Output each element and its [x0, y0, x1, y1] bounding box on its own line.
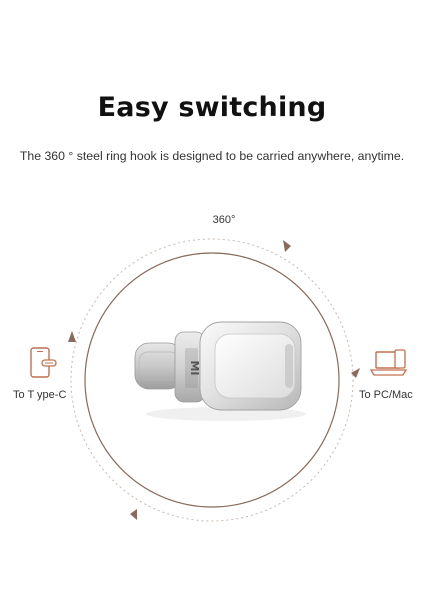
mi-logo: MI	[185, 348, 201, 388]
arrow-right-icon	[351, 368, 360, 378]
page-title: Easy switching	[97, 92, 327, 123]
page-subtitle: The 360 ° steel ring hook is designed to…	[19, 149, 405, 163]
rotation-label: 360°	[212, 214, 236, 226]
arrow-left-icon	[68, 331, 76, 342]
device-logo-text: MI	[188, 360, 201, 375]
ring-circle	[84, 252, 340, 508]
laptop-icon	[369, 349, 408, 376]
rotation-dashed-arc	[70, 238, 354, 522]
arrow-top-right-icon	[283, 240, 291, 252]
label-to-pc-mac: To PC/Mac	[359, 389, 413, 401]
phone-typec-icon	[30, 347, 57, 378]
label-to-typec: To T ype-C	[13, 389, 67, 401]
usb-drive-image: MI	[134, 321, 306, 421]
arrow-bottom-left-icon	[130, 509, 137, 520]
